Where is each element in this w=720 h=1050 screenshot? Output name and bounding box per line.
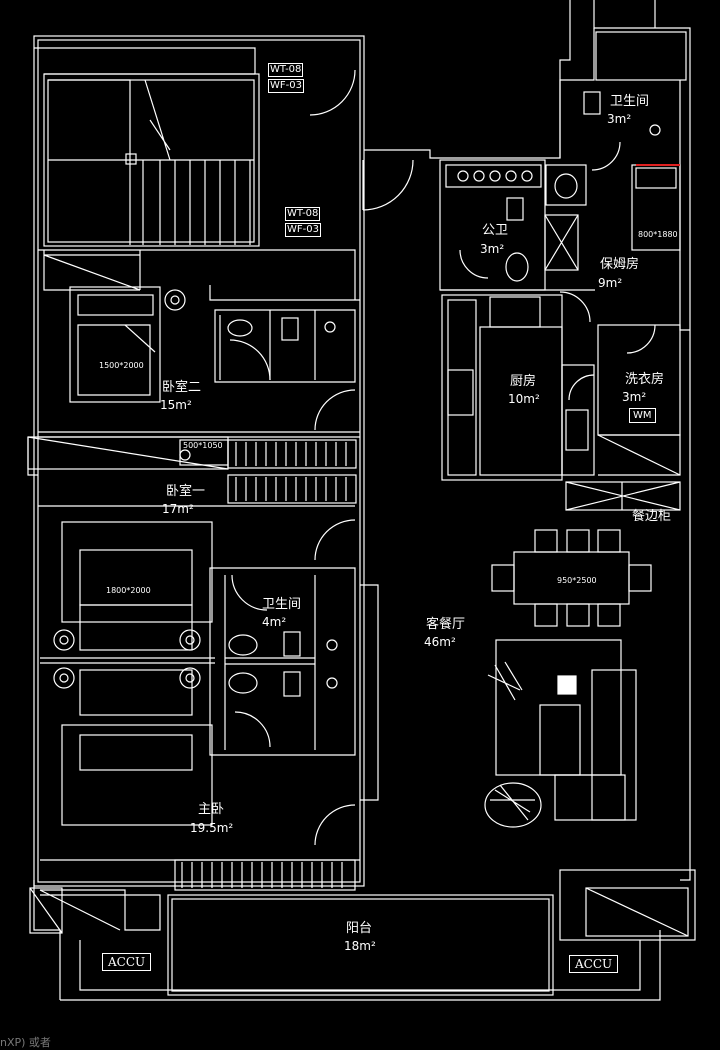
dining-table-size: 950*2500 [557,576,597,585]
living-dining-area: 46m² [424,635,456,649]
nanny-bed-size: 800*1880 [638,230,678,239]
master-bedroom-name: 主卧 [198,802,225,817]
wt-tag-top: WT-08 [268,63,304,77]
laundry-name: 洗衣房 [625,372,665,387]
wardrobes [174,439,357,891]
staircase [34,47,260,247]
bath-fixtures [227,173,589,697]
exterior-walls [33,0,691,1001]
public-bath-area: 3m² [480,242,505,256]
bedroom2-bed [69,286,186,403]
laundry-area: 3m² [622,390,647,404]
washer-label: WM [629,408,656,423]
bedroom1-area: 17m² [162,502,194,516]
public-bath-name: 公卫 [482,223,509,238]
wf-tag-top: WF-03 [268,79,304,93]
bedroom2-name: 卧室二 [162,380,202,395]
balcony-area: 18m² [344,939,376,953]
wt-tag-mid: WT-08 [285,207,321,221]
outdoor-units [29,869,696,941]
accu-left: ACCU [102,953,152,971]
kitchen-area: 10m² [508,392,540,406]
bath-middle-area: 4m² [262,615,287,629]
bedroom1-name: 卧室一 [166,484,206,499]
doors [229,69,656,846]
living-dining-furniture [484,529,652,828]
nanny-room-name: 保姆房 [600,257,640,272]
wf-tag-mid: WF-03 [285,223,321,237]
desk-size: 500*1050 [183,441,223,450]
command-line-text: nXP) 或者 [0,1036,51,1049]
bath-top-right-area: 3m² [607,112,632,126]
bath-top-right-name: 卫生间 [610,94,650,109]
kitchen-name: 厨房 [510,374,537,389]
living-dining-name: 客餐厅 [426,617,466,632]
right-wing-walls [439,91,681,511]
beds [40,521,215,826]
sideboard-name: 餐边柜 [632,509,672,524]
nanny-room-area: 9m² [598,276,623,290]
master-bedroom-area: 19.5m² [190,821,234,835]
balcony-name: 阳台 [346,921,373,936]
accu-right: ACCU [569,955,619,973]
master-bed-size: 1800*2000 [106,586,151,595]
bed2-size: 1500*2000 [99,361,144,370]
bedroom2-area: 15m² [160,398,192,412]
bath-middle-name: 卫生间 [262,597,302,612]
